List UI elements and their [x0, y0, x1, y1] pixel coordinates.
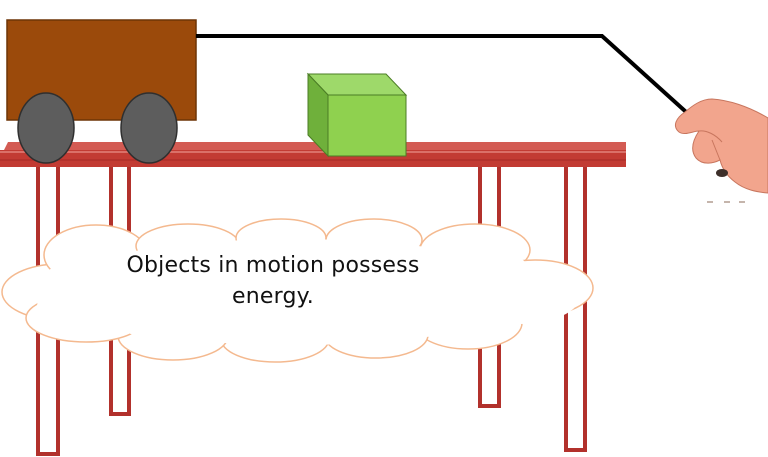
caption-line-2: energy. — [232, 284, 314, 309]
table-top — [0, 142, 626, 167]
caption: Objects in motion possess energy. — [88, 250, 458, 312]
hand-icon — [674, 98, 768, 203]
caption-line-1: Objects in motion possess — [126, 253, 420, 278]
green-block — [306, 72, 408, 158]
cart-wheel-front — [17, 92, 75, 164]
cloud — [1, 218, 594, 363]
cart-wheel-rear — [120, 92, 178, 164]
cart — [6, 19, 197, 164]
